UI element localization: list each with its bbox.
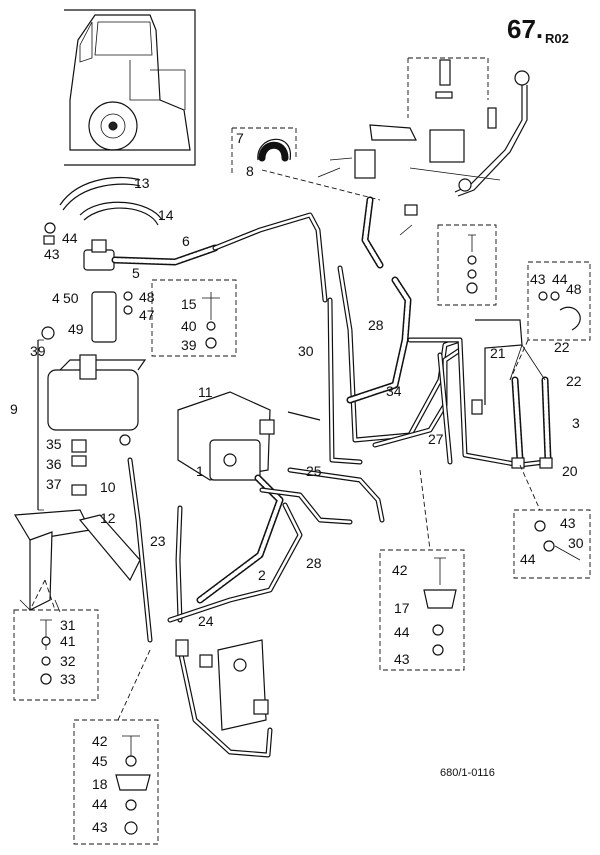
valve-bracket-group bbox=[177, 391, 321, 481]
fluid-tank-group bbox=[37, 326, 147, 511]
callout-24-label: 24 bbox=[198, 613, 214, 629]
callout-26: 27 bbox=[428, 431, 444, 447]
inset-bolt-group-43-44-30 bbox=[513, 464, 591, 579]
callout-6: 6 bbox=[182, 233, 190, 249]
callout-28-label: 28 bbox=[306, 555, 322, 571]
callout-47: 48 bbox=[139, 289, 155, 305]
frame-bracket bbox=[13, 509, 141, 613]
page-number: 67. bbox=[507, 14, 543, 44]
callout-15: 15 bbox=[181, 296, 197, 312]
drawing-code: 680/1-0116 bbox=[440, 767, 495, 779]
callout-50: 50 bbox=[63, 290, 79, 306]
callout-13: 13 bbox=[134, 175, 150, 191]
callout-12: 12 bbox=[100, 510, 116, 526]
callout-41: 41 bbox=[60, 633, 76, 649]
frame-leader bbox=[29, 579, 56, 611]
inset-bolt-group-15-40-39 bbox=[151, 279, 237, 357]
callout-36-label: 36 bbox=[46, 456, 62, 472]
callout-33: 33 bbox=[60, 671, 76, 687]
callout-11: 11 bbox=[198, 384, 213, 400]
callout-30: 30 bbox=[568, 535, 584, 551]
callout-21: 22 bbox=[566, 373, 582, 389]
callout-45: 45 bbox=[92, 753, 108, 769]
callout-35-label: 35 bbox=[46, 436, 62, 452]
callout-42-mid: 42 bbox=[392, 562, 408, 578]
callout-43-mid: 43 bbox=[394, 651, 410, 667]
callout-20: 21 bbox=[490, 345, 506, 361]
callout-25-label: 25 bbox=[306, 463, 322, 479]
inset-bolt-group-42-17-44-43 bbox=[379, 469, 465, 671]
reservoir-group bbox=[43, 176, 328, 343]
callout-7: 7 bbox=[236, 130, 244, 146]
callout-44-right: 44 bbox=[520, 551, 536, 567]
callout-43-right: 43 bbox=[560, 515, 576, 531]
truck-cab-inset bbox=[64, 9, 196, 166]
callout-19: 20 bbox=[562, 463, 578, 479]
callout-43-bottom: 43 bbox=[92, 819, 108, 835]
hose-clamp-group bbox=[231, 127, 381, 201]
callout-34-label: 34 bbox=[386, 383, 402, 399]
callout-3: 3 bbox=[572, 415, 580, 431]
callout-43-top: 43 bbox=[44, 246, 60, 262]
callout-37-label: 37 bbox=[46, 476, 62, 492]
callout-49: 49 bbox=[68, 321, 84, 337]
callout-4: 4 bbox=[52, 290, 60, 306]
inset-bolt-group-31-41-32-33 bbox=[13, 609, 99, 701]
lower-valve-block bbox=[175, 639, 273, 758]
gear-linkage-assembly bbox=[317, 57, 530, 236]
callout-5: 5 bbox=[132, 265, 140, 281]
callout-9: 9 bbox=[10, 401, 18, 417]
callout-40: 40 bbox=[181, 318, 197, 334]
callout-44-bottom: 44 bbox=[92, 796, 108, 812]
callout-44-mid: 44 bbox=[394, 624, 410, 640]
callout-23-label: 23 bbox=[150, 533, 166, 549]
callout-18: 18 bbox=[92, 776, 108, 792]
callout-44-top: 44 bbox=[62, 230, 78, 246]
callout-29: 30 bbox=[298, 343, 314, 359]
callout-31: 31 bbox=[60, 617, 76, 633]
clip-group-22 bbox=[509, 261, 591, 381]
hose-bundle-right bbox=[407, 319, 553, 469]
callout-14: 14 bbox=[158, 207, 174, 223]
callout-17: 17 bbox=[394, 600, 410, 616]
callout-27: 28 bbox=[368, 317, 384, 333]
callout-1: 1 bbox=[196, 463, 204, 479]
callout-labels: 13 14 7 8 44 43 6 5 4 50 48 47 49 15 40 … bbox=[10, 130, 584, 835]
callout-42-bottom: 42 bbox=[92, 733, 108, 749]
callout-32: 32 bbox=[60, 653, 76, 669]
callout-39: 39 bbox=[181, 337, 197, 353]
callout-48-label: 48 bbox=[566, 281, 582, 297]
page-revision: R02 bbox=[545, 31, 569, 46]
callout-10: 10 bbox=[100, 479, 116, 495]
inset-bolt-stack-right bbox=[437, 224, 497, 306]
callout-44-clip: 44 bbox=[552, 271, 568, 287]
callout-46: 47 bbox=[139, 307, 155, 323]
callout-8: 8 bbox=[246, 163, 254, 179]
callout-2: 2 bbox=[258, 567, 266, 583]
callout-43-clip: 43 bbox=[530, 271, 546, 287]
callout-22-label: 22 bbox=[554, 339, 570, 355]
inset-bolt-group-42-45-18-44-43 bbox=[73, 649, 159, 845]
callout-38: 39 bbox=[30, 343, 46, 359]
